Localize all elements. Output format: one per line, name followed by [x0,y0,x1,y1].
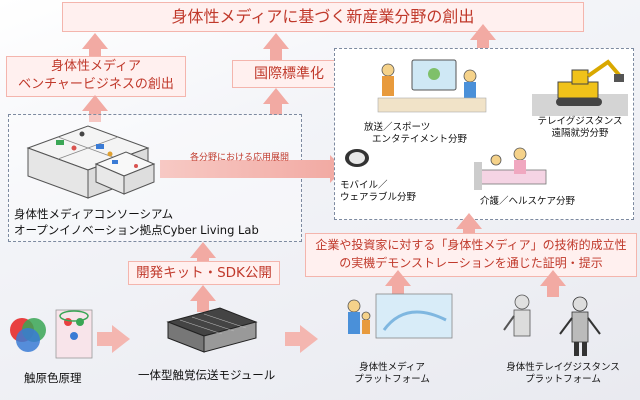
broadcast-sports-illustration [377,59,487,113]
consortium-label-line1: 身体性メディアコンソーシアム [14,207,174,221]
arrow-up-sdk-to-consortium [190,242,216,269]
arrow-up-platform [385,270,411,297]
arrow-up-venture [82,33,108,60]
broadcast-label-line1: 放送／スポーツ [364,122,431,133]
primary-colors-label: 触原色原理 [24,371,82,385]
arrow-up-consortium-venture [82,95,108,122]
page-title: 身体性メディアに基づく新産業分野の創出 [62,2,584,32]
application-arrow-label: 各分野における応用展開 [190,153,290,163]
care-healthcare-illustration [474,147,547,190]
arrow-up-module-to-sdk [190,285,216,312]
demo-line1: 企業や投資家に対する「身体性メディア」の技術的成立性 [315,238,627,252]
arrow-up-intl [263,33,289,60]
application-arrow [160,160,330,178]
tele-platform-label-line2: プラットフォーム [525,374,601,385]
venture-line2: ベンチャービジネスの創出 [18,77,174,92]
excavator-illustration [532,59,628,116]
mobile-label-line1: モバイル／ [340,180,388,191]
demo-line2: の実機デモンストレーションを通じた証明・提示 [339,256,603,270]
venture-line1: 身体性メディア [50,59,142,74]
arrow-up-fields [470,24,496,51]
mobile-label-line2: ウェアラブル分野 [340,192,417,203]
arrow-right-to-platform [285,325,318,353]
lab-rooms-illustration [94,151,156,195]
broadcast-label-line2: エンタテイメント分野 [372,134,468,145]
care-label: 介護／ヘルスケア分野 [480,196,576,207]
intl-standard-box: 国際標準化 [232,60,346,88]
telexistence-platform-illustration [503,294,601,356]
haptic-primary-colors-illustration [10,309,93,359]
tele-platform-label-line1: 身体性テレイグジスタンス [506,362,620,373]
demonstration-box: 企業や投資家に対する「身体性メディア」の技術的成立性 の実機デモンストレーション… [305,233,637,277]
arrow-up-demo [456,213,482,240]
consortium-label-line2: オープンイノベーション拠点Cyber Living Lab [14,223,259,237]
wearable-band-illustration [345,149,369,167]
embodied-media-platform-illustration [347,293,453,339]
module-label: 一体型触覚伝送モジュール [138,368,276,382]
arrow-up-consortium-intl [263,88,289,115]
haptic-module-illustration [166,307,258,353]
platform-label-line2: プラットフォーム [354,374,430,385]
sdk-box: 開発キット・SDK公開 [128,261,280,285]
telexistence-label-line1: テレイグジスタンス [537,116,623,127]
arrow-right-to-module [97,325,130,353]
telexistence-label-line2: 遠隔就労分野 [551,128,609,139]
venture-box: 身体性メディア ベンチャービジネスの創出 [6,56,186,97]
arrow-up-tele-platform [540,270,566,297]
platform-label-line1: 身体性メディア [359,362,425,373]
